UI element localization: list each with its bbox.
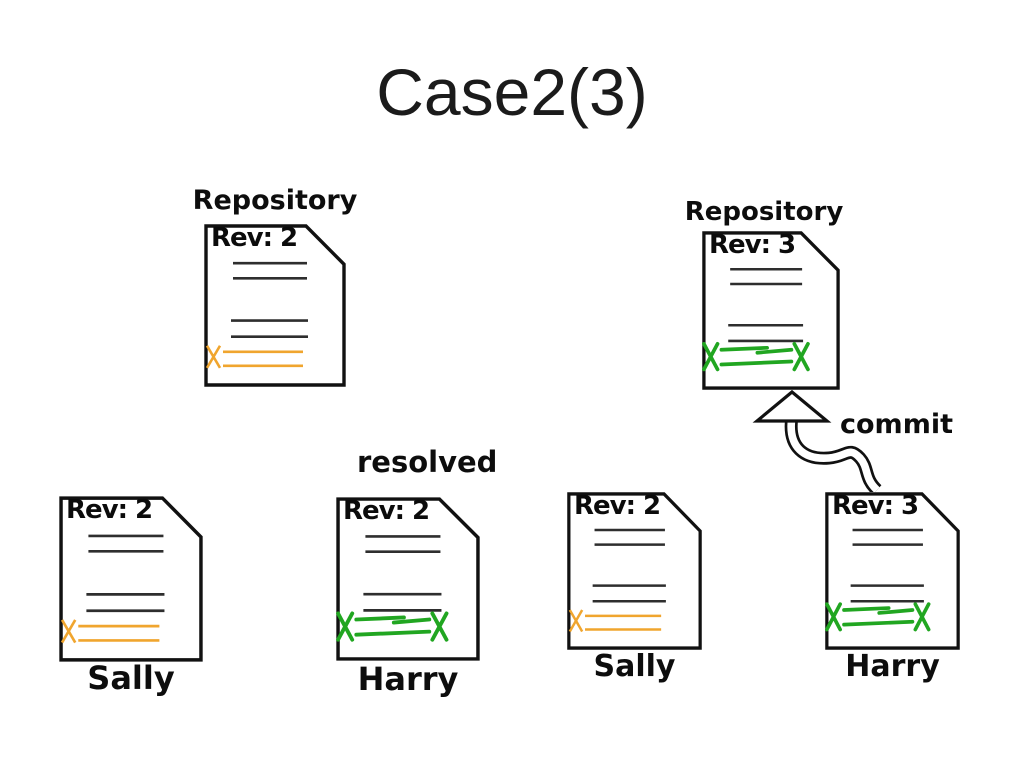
commit-arrow <box>752 389 882 492</box>
harry-left-document: Rev: 2 <box>335 496 481 662</box>
harry-right-rev-label: Rev: 3 <box>832 491 919 521</box>
harry-left-resolved-label: resolved <box>357 445 498 479</box>
sally-right-document: Rev: 2 <box>566 491 703 651</box>
slide-title: Case2(3) <box>376 55 648 129</box>
harry-right-document: Rev: 3 <box>824 491 961 651</box>
document-text-lines <box>231 261 308 338</box>
conflict-x-icon <box>568 609 662 633</box>
repo3-repository-label: Repository <box>684 197 844 227</box>
document-icon <box>204 224 346 387</box>
conflict-x-icon <box>205 345 303 369</box>
document-icon <box>336 497 480 661</box>
sally-right-rev-label: Rev: 2 <box>574 491 661 521</box>
document-text-lines <box>850 528 924 603</box>
harry-left-owner-label: Harry <box>357 660 459 698</box>
document-icon <box>59 496 203 662</box>
sally-left-rev-label: Rev: 2 <box>66 495 153 525</box>
sally-left-owner-label: Sally <box>87 659 175 697</box>
conflict-x-icon <box>60 619 160 644</box>
repo2-document: Rev: 2 <box>203 223 347 388</box>
document-icon <box>567 492 702 650</box>
document-text-lines <box>592 528 666 603</box>
sally-right-owner-label: Sally <box>593 649 676 684</box>
document-icon <box>702 231 840 390</box>
document-text-lines <box>728 267 804 343</box>
resolved-x-icon <box>336 611 449 642</box>
resolved-x-icon <box>825 602 931 632</box>
repo3-document: Rev: 3 <box>701 230 841 391</box>
resolved-x-icon <box>702 342 810 372</box>
harry-right-owner-label: Harry <box>845 649 940 684</box>
document-text-lines <box>86 534 165 613</box>
repo3-rev-label: Rev: 3 <box>709 230 796 260</box>
harry-left-rev-label: Rev: 2 <box>343 496 430 526</box>
sally-left-document: Rev: 2 <box>58 495 204 663</box>
document-text-lines <box>363 535 442 612</box>
commit-label: commit <box>840 409 953 440</box>
repo2-repository-label: Repository <box>192 185 358 216</box>
document-icon <box>825 492 960 650</box>
repo2-rev-label: Rev: 2 <box>211 223 298 253</box>
